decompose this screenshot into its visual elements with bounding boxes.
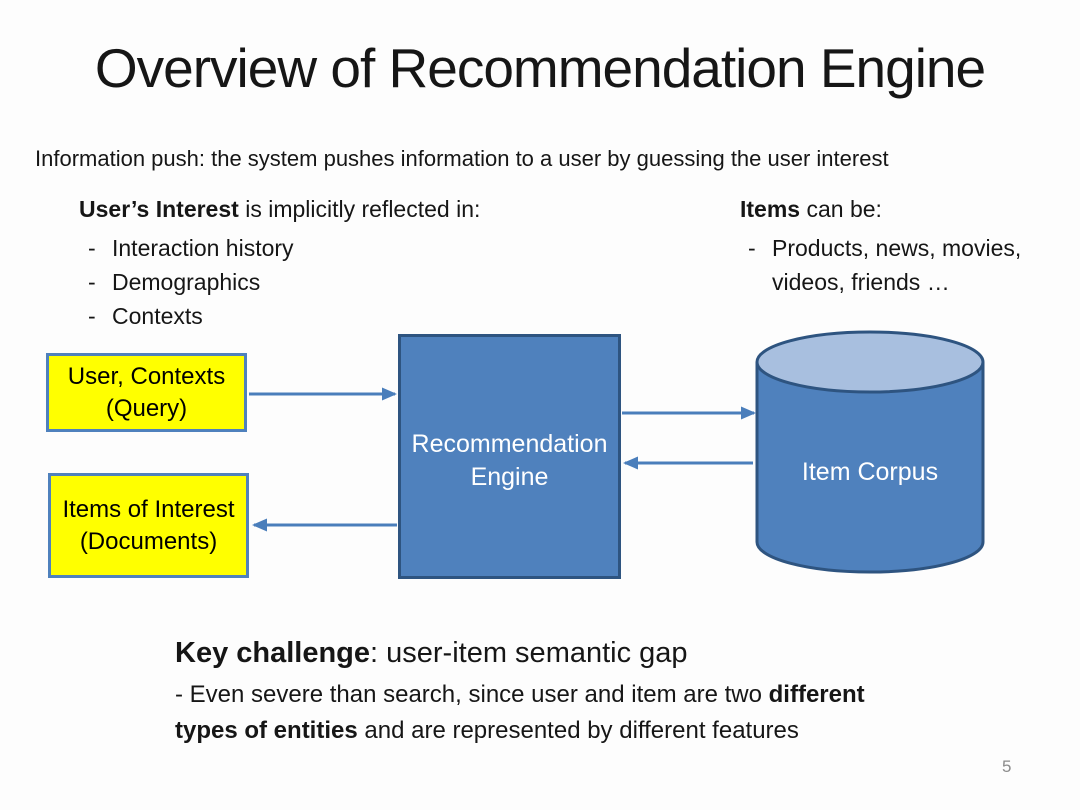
- user-interest-header-rest: is implicitly reflected in:: [238, 196, 481, 222]
- engine-box-line2: Engine: [470, 462, 549, 491]
- key-challenge-bold: Key challenge: [175, 637, 371, 669]
- kc-line3-normal: and are represented by different feature…: [357, 717, 799, 744]
- documents-box-line1: Items of Interest: [62, 495, 235, 523]
- cylinder-body: [755, 362, 985, 574]
- items-list-header-bold: Items: [740, 196, 801, 222]
- items-list-header-rest: can be:: [800, 196, 882, 222]
- items-list-header: Items can be:: [740, 194, 1050, 224]
- user-interest-header: User’s Interest is implicitly reflected …: [79, 194, 519, 224]
- list-item-label: Contexts: [112, 303, 203, 329]
- item-corpus-label: Item Corpus: [801, 458, 939, 486]
- kc-line2-bold: different: [768, 681, 865, 708]
- list-item-line: Products, news, movies,: [772, 235, 1022, 261]
- bullet-dash: -: [88, 269, 96, 295]
- list-item-label: Interaction history: [112, 235, 294, 261]
- documents-box: Items of Interest (Documents): [48, 473, 249, 578]
- page-number: 5: [1002, 757, 1012, 776]
- list-item-line: videos, friends …: [772, 269, 950, 295]
- bullet-dash: -: [88, 303, 96, 329]
- items-list: Items can be: - Products, news, movies, …: [740, 194, 1050, 299]
- query-box: User, Contexts (Query): [46, 353, 247, 432]
- list-item: - Demographics: [88, 265, 519, 299]
- slide-title: Overview of Recommendation Engine: [94, 37, 986, 99]
- list-item-label: Products, news, movies, videos, friends …: [772, 231, 1021, 299]
- key-challenge-title: Key challenge: user-item semantic gap: [175, 634, 995, 672]
- engine-box-line1: Recommendation: [411, 429, 608, 458]
- documents-box-line2: (Documents): [79, 527, 218, 555]
- bullet-dash: -: [88, 235, 96, 261]
- item-corpus-cylinder: [755, 330, 985, 574]
- key-challenge-line2: - Even severe than search, since user an…: [175, 677, 995, 713]
- list-item: - Interaction history: [88, 231, 519, 265]
- key-challenge-block: Key challenge: user-item semantic gap - …: [175, 634, 995, 749]
- user-interest-list: User’s Interest is implicitly reflected …: [79, 194, 519, 333]
- list-item-label: Demographics: [112, 269, 261, 295]
- bullet-dash: -: [748, 235, 756, 261]
- query-box-line1: User, Contexts: [67, 362, 226, 390]
- key-challenge-rest: : user-item semantic gap: [370, 637, 688, 669]
- kc-line2-normal: - Even severe than search, since user an…: [175, 681, 769, 708]
- list-item: - Products, news, movies, videos, friend…: [748, 231, 1050, 299]
- query-box-line2: (Query): [105, 394, 188, 422]
- list-item: - Contexts: [88, 299, 519, 333]
- subtitle-information-push: Information push: the system pushes info…: [35, 146, 889, 171]
- recommendation-engine-box: Recommendation Engine: [398, 334, 621, 579]
- user-interest-header-bold: User’s Interest: [79, 196, 239, 222]
- cylinder-top: [755, 330, 985, 394]
- key-challenge-line3: types of entities and are represented by…: [175, 713, 995, 749]
- kc-line3-bold: types of entities: [175, 717, 358, 744]
